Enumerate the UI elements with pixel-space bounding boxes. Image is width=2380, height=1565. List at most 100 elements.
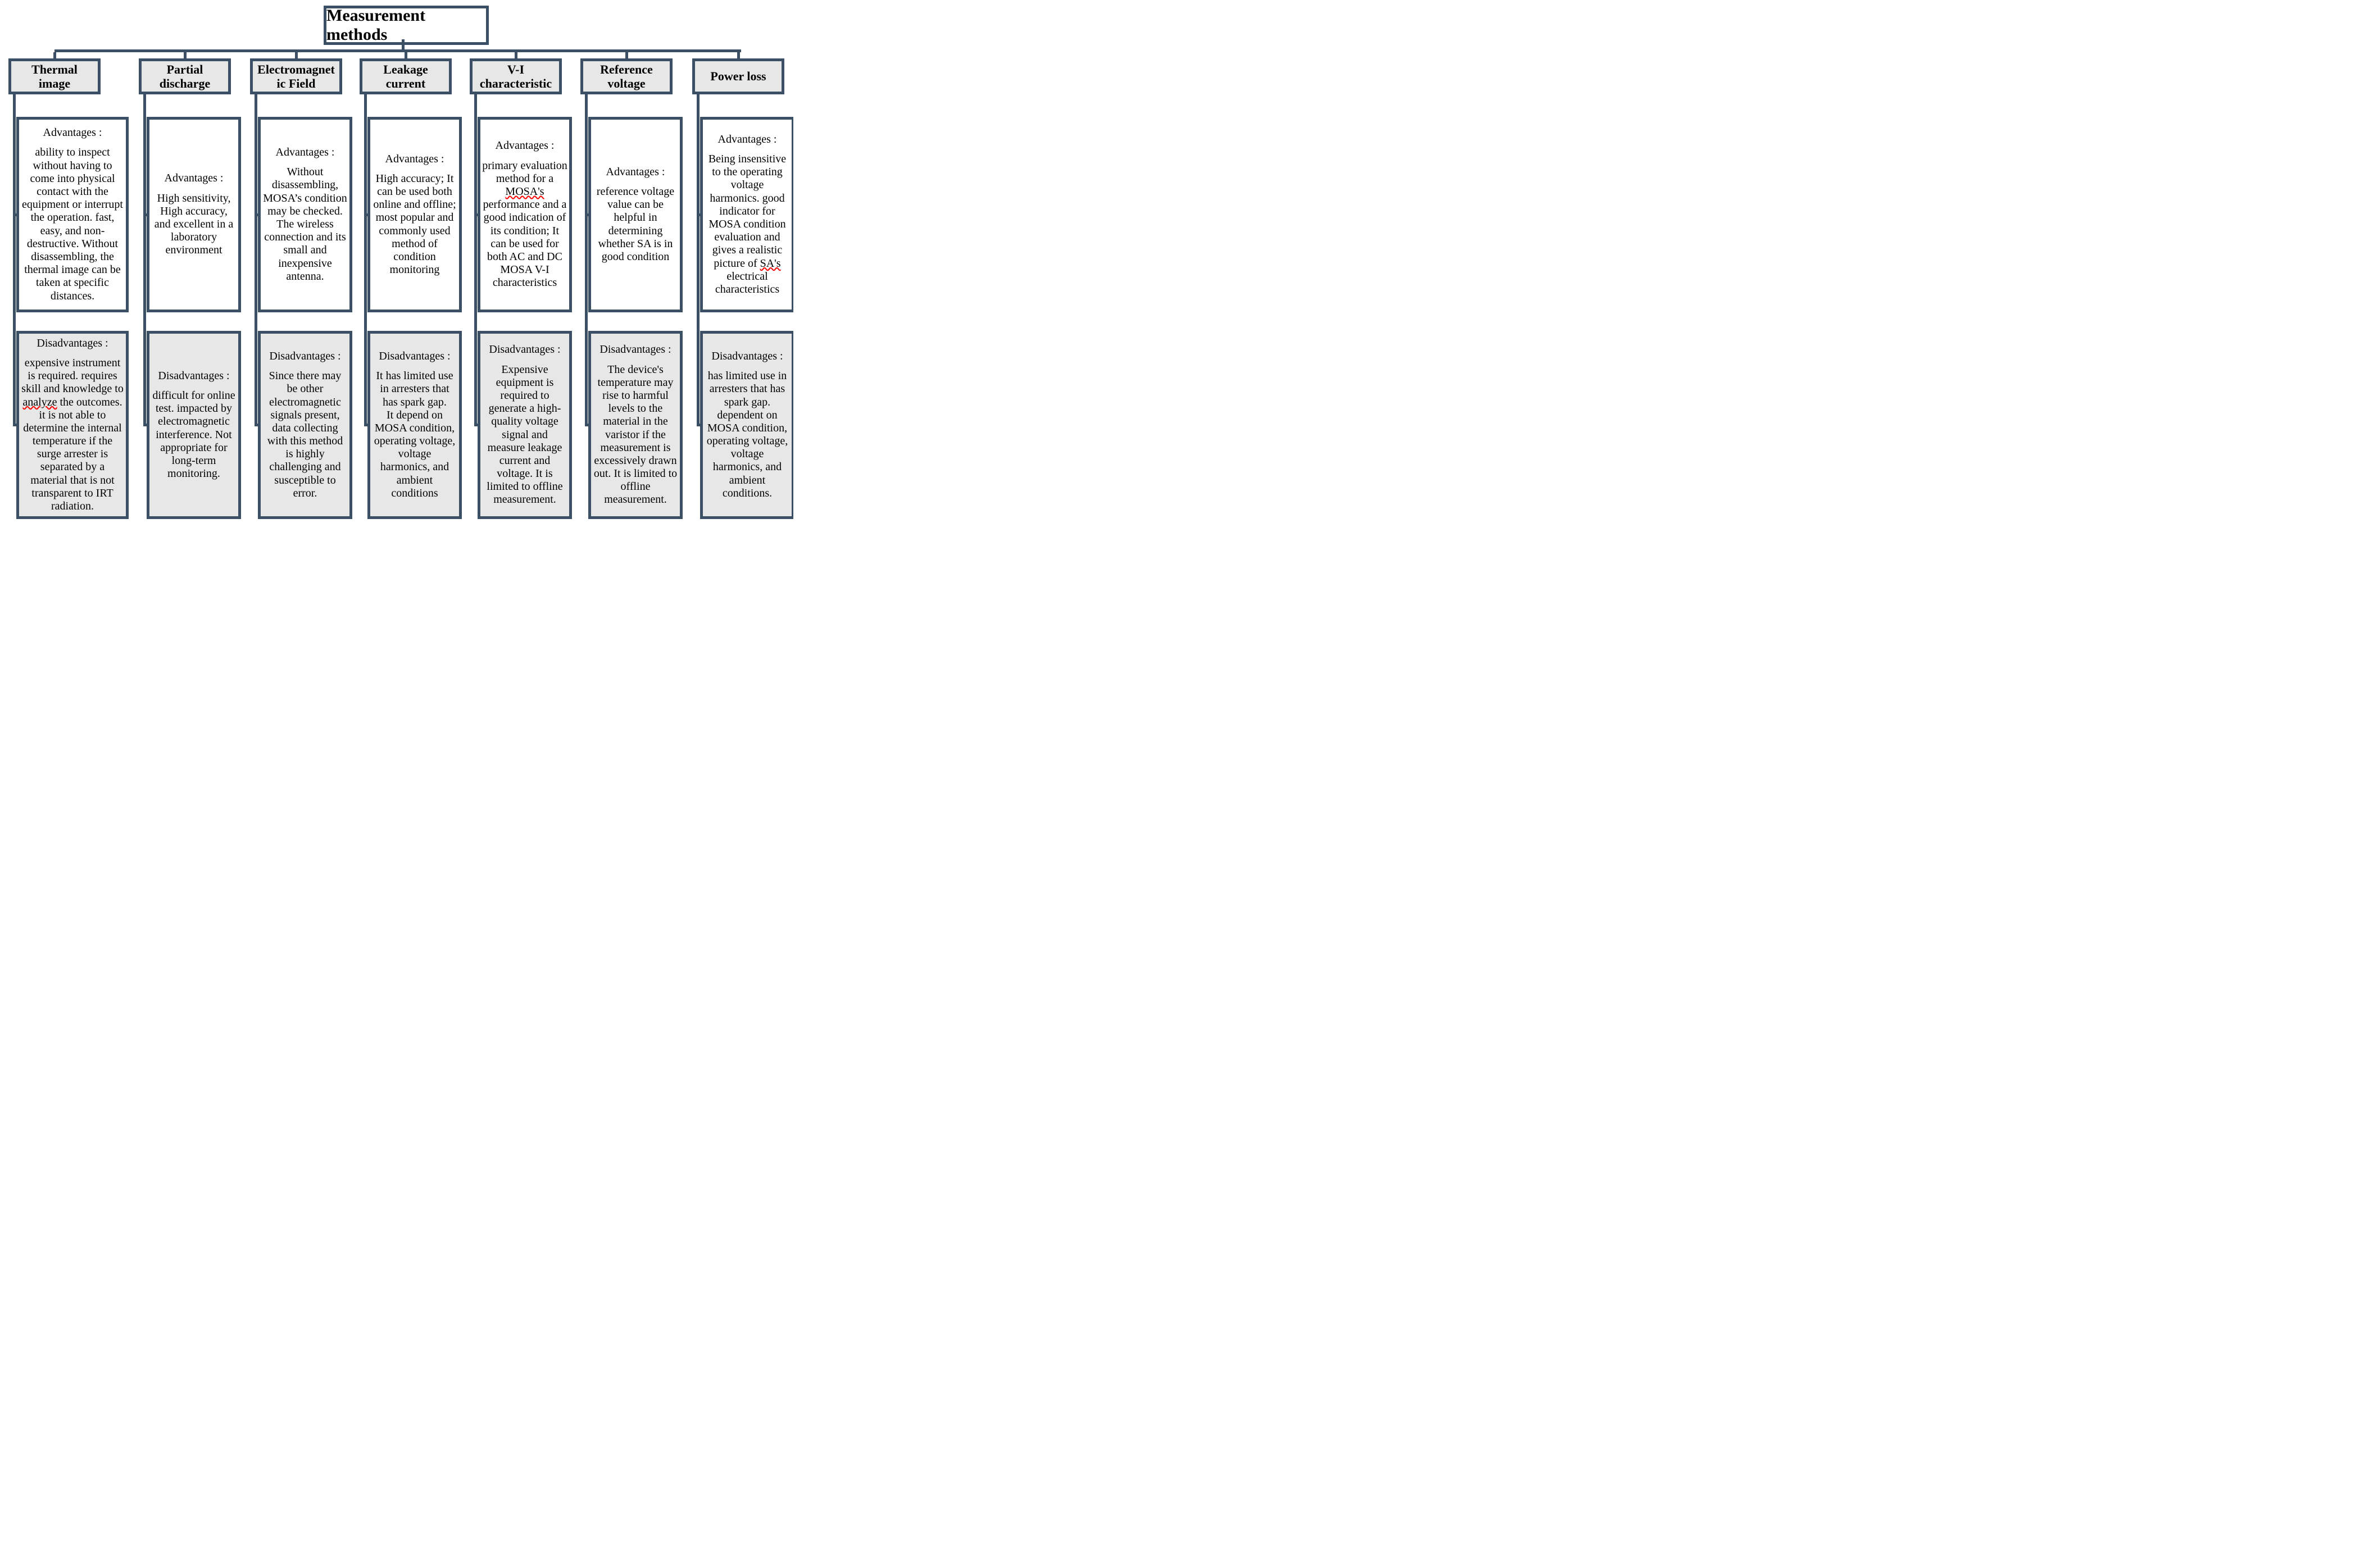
advantages-text-part: primary evaluation method for a [482,159,567,185]
method-header-label: Reference voltage [600,62,653,90]
connector-spine [585,94,588,425]
disadvantages-heading: Disadvantages : [269,349,341,362]
spellcheck-word: MOSA's [505,185,544,198]
method-column-partial-discharge: Partial discharge Advantages : High sens… [139,58,241,522]
connector-stub-disadvantages [13,424,19,426]
connector-spine [143,94,146,425]
method-column-thermal-image: Thermal image Advantages : ability to in… [8,58,129,522]
advantages-text-part: ability to inspect without having to com… [22,146,123,302]
connector-stub-advantages [13,213,19,216]
advantages-text-part: electrical characteristics [715,270,780,295]
advantages-text-part: High accuracy; It can be used both onlin… [373,172,456,276]
advantages-box: Advantages : ability to inspect without … [16,117,129,312]
method-column-electromagnetic-field: Electromagnet ic Field Advantages : With… [250,58,352,522]
diagram-page: Measurement methods Thermal image Advant… [0,0,793,522]
advantages-heading: Advantages : [606,165,665,178]
disadvantages-text-part: Expensive equipment is required to gener… [487,363,563,506]
connector-stub-advantages [143,213,149,216]
connector-stub-thermal [53,52,56,58]
method-column-vi-characteristic: V-I characteristic Advantages : primary … [470,58,572,522]
connector-stub-advantages [697,213,703,216]
spellcheck-word: analyze [22,395,57,408]
advantages-text-part: High sensitivity, High accuracy, and exc… [154,192,234,257]
disadvantages-box: Disadvantages : Since there may be other… [258,331,352,519]
disadvantages-text: It has limited use in arresters that has… [372,370,457,500]
method-header-thermal-image: Thermal image [8,58,101,94]
disadvantages-box: Disadvantages : Expensive equipment is r… [478,331,572,519]
connector-stub-reference [625,52,628,58]
advantages-heading: Advantages : [495,139,555,152]
connector-spine [697,94,700,425]
disadvantages-text: Expensive equipment is required to gener… [482,363,567,507]
method-header-power-loss: Power loss [692,58,784,94]
disadvantages-box: Disadvantages : expensive instrument is … [16,331,129,519]
method-column-leakage-current: Leakage current Advantages : High accura… [360,58,462,522]
method-header-label: Partial discharge [159,62,211,90]
method-header-partial-discharge: Partial discharge [139,58,231,94]
connector-stub-partial [184,52,187,58]
method-column-reference-voltage: Reference voltage Advantages : reference… [580,58,683,522]
spellcheck-word: SA's [760,257,781,270]
advantages-box: Advantages : High accuracy; It can be us… [367,117,462,312]
disadvantages-heading: Disadvantages : [37,336,108,349]
disadvantages-text-part: has limited use in arresters that has sp… [706,370,788,499]
advantages-text-part: Being insensitive to the operating volta… [708,153,787,270]
disadvantages-heading: Disadvantages : [158,369,230,382]
disadvantages-heading: Disadvantages : [711,349,783,362]
disadvantages-heading: Disadvantages : [489,343,561,356]
method-header-label: Leakage current [383,62,428,90]
connector-rail [54,49,741,52]
method-header-label: V-I characteristic [479,62,552,90]
advantages-text-part: reference voltage value can be helpful i… [596,185,675,263]
disadvantages-text-part: Since there may be other electromagnetic… [267,370,343,499]
connector-stub-advantages [585,213,591,216]
disadvantages-text: expensive instrument is required. requir… [21,357,124,513]
disadvantages-text: Since there may be other electromagnetic… [262,370,348,500]
disadvantages-text: has limited use in arresters that has sp… [705,370,790,500]
disadvantages-box: Disadvantages : The device's temperature… [588,331,683,519]
disadvantages-box: Disadvantages : It has limited use in ar… [367,331,462,519]
disadvantages-heading: Disadvantages : [599,343,671,356]
advantages-heading: Advantages : [164,172,224,185]
advantages-heading: Advantages : [717,133,777,145]
connector-stub-power-loss [737,52,740,58]
advantages-heading: Advantages : [385,152,444,165]
connector-stub-disadvantages [474,424,480,426]
method-header-reference-voltage: Reference voltage [580,58,673,94]
advantages-heading: Advantages : [43,126,102,139]
method-header-label: Power loss [710,69,766,84]
method-header-leakage-current: Leakage current [360,58,452,94]
disadvantages-text-part: expensive instrument is required. requir… [21,356,124,395]
advantages-text: High accuracy; It can be used both onlin… [372,172,457,277]
connector-stub-disadvantages [585,424,591,426]
connector-stub-disadvantages [697,424,703,426]
method-header-vi-characteristic: V-I characteristic [470,58,562,94]
disadvantages-text-part: It has limited use in arresters that has… [374,370,456,499]
disadvantages-text: The device's temperature may rise to har… [593,363,678,507]
disadvantages-text: difficult for online test. impacted by e… [151,389,237,480]
connector-spine [13,94,16,425]
method-header-electromagnetic-field: Electromagnet ic Field [250,58,342,94]
advantages-text-part: Without disassembling, MOSA’s condition … [263,166,347,283]
connector-stub-advantages [364,213,370,216]
connector-stub-em-field [295,52,298,58]
advantages-text: reference voltage value can be helpful i… [593,185,678,263]
page-title: Measurement methods [326,6,426,44]
connector-stub-leakage [405,52,407,58]
advantages-text: primary evaluation method for a MOSA's p… [482,160,567,290]
connector-stub-vi [515,52,517,58]
method-column-power-loss: Power loss Advantages : Being insensitiv… [692,58,793,522]
advantages-box: Advantages : primary evaluation method f… [478,117,572,312]
connector-spine [364,94,367,425]
connector-stub-disadvantages [364,424,370,426]
connector-stub-advantages [474,213,480,216]
advantages-box: Advantages : Without disassembling, MOSA… [258,117,352,312]
advantages-box: Advantages : reference voltage value can… [588,117,683,312]
connector-stub-advantages [255,213,261,216]
connector-stub-disadvantages [143,424,149,426]
disadvantages-box: Disadvantages : difficult for online tes… [147,331,241,519]
method-header-label: Thermal image [31,62,78,90]
disadvantages-heading: Disadvantages : [379,349,451,362]
connector-spine [255,94,257,425]
disadvantages-text-part: the outcomes. it is not able to determin… [23,395,122,513]
